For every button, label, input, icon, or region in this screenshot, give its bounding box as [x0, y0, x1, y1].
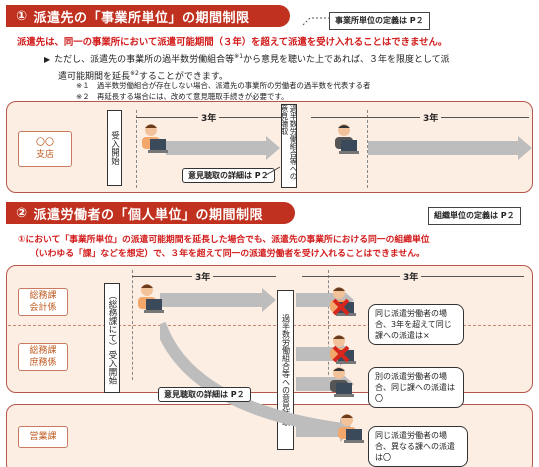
s1-years-label-2: 3年	[420, 111, 442, 124]
section1-start-label: 受入開始	[107, 110, 122, 186]
section1-title: 派遣先の「事業所単位」の期間制限	[33, 10, 250, 26]
x-mark-icon	[332, 298, 350, 316]
dept-general-affairs: 総務課 庶務係	[18, 343, 68, 371]
section1-lead: 派遣先は、同一の事業所において派遣可能期間（３年）を超えて派遣を受け入れることは…	[17, 37, 448, 48]
section2-opinion-hearing-box: 過半数労働組合等への意見聴取	[277, 290, 294, 450]
dispatched-worker-icon	[138, 284, 164, 313]
s2-gray-arrow-1	[160, 288, 276, 312]
branch-label: 〇〇 支店	[18, 131, 72, 167]
section1-hearing-detail-pill: 意見聴取の詳細は P２	[182, 168, 275, 183]
section2-lead-line1: ①において「事業所単位」の派遣可能期間を延長した場合でも、派遣先の事業所における…	[18, 235, 430, 245]
section1-number: ①	[16, 8, 28, 24]
footnote-2: ※２ 再延長する場合には、改めて意見聴取手続きが必要です。	[76, 92, 289, 101]
s1-gray-arrow-2	[368, 136, 532, 160]
section1-header: ① 派遣先の「事業所単位」の期間制限	[6, 5, 290, 27]
bullet-arrow-icon: ▶	[44, 55, 51, 64]
footnote-1: ※１ 過半数労働組合が存在しない場合、派遣先の事業所の労働者の過半数を代表する者	[76, 81, 371, 90]
s1-gray-arrow-1	[166, 136, 280, 160]
s2-dash-1	[132, 270, 133, 380]
section2-header: ② 派遣労働者の「個人単位」の期間制限	[6, 202, 295, 224]
bubble-other-worker-same-dept: 別の派遣労働者の場合、同じ課への派遣は〇	[368, 367, 464, 408]
s2-years-label-2: 3年	[400, 270, 422, 283]
s2-dash-2	[328, 270, 329, 380]
section2-number: ②	[16, 205, 28, 221]
x-mark-icon	[332, 345, 350, 363]
dispatched-worker-icon	[338, 414, 364, 443]
bubble-same-worker-other-dept: 同じ派遣労働者の場合、異なる課への派遣は〇	[368, 426, 468, 467]
section2-start-label: （総務課にて）受入開始	[104, 283, 120, 393]
section2-panel-divider	[8, 325, 531, 326]
s1-years-label-1: 3年	[198, 111, 220, 124]
s1-pill-connector	[266, 166, 281, 176]
office-unit-definition-note: 事業所単位の定義は P２	[329, 12, 430, 30]
suit-worker-icon	[330, 367, 354, 397]
note-pointer-icon	[301, 17, 330, 27]
section2-hearing-detail-pill: 意見聴取の詳細は P２	[158, 387, 251, 402]
section2-lead-line2: （いわゆる「課」などを想定）で、３年を超えて同一の派遣労働者を受け入れることはで…	[30, 249, 425, 259]
dept-general-accounting: 総務課 会計係	[18, 288, 68, 316]
dept-sales: 営業課	[18, 426, 68, 448]
org-unit-definition-note: 組織単位の定義は P２	[428, 207, 521, 225]
suit-worker-icon	[335, 124, 359, 154]
section2-title: 派遣労働者の「個人単位」の期間制限	[33, 207, 264, 223]
section1-opinion-hearing-box: 過半数労働組合等への意見聴取	[280, 104, 298, 188]
dispatched-worker-icon	[142, 124, 168, 153]
s1-dash-1	[136, 110, 137, 188]
section1-bullet: ▶ただし、派遣先の事業所の過半数労働組合等※1から意見を聴いた上であれば、３年を…	[44, 53, 450, 82]
bubble-same-worker-same-dept: 同じ派遣労働者の場合、3年を超えて同じ課への派遣は×	[368, 304, 464, 345]
s2-years-label-1: 3年	[192, 270, 214, 283]
s1-dash-2	[367, 110, 368, 188]
